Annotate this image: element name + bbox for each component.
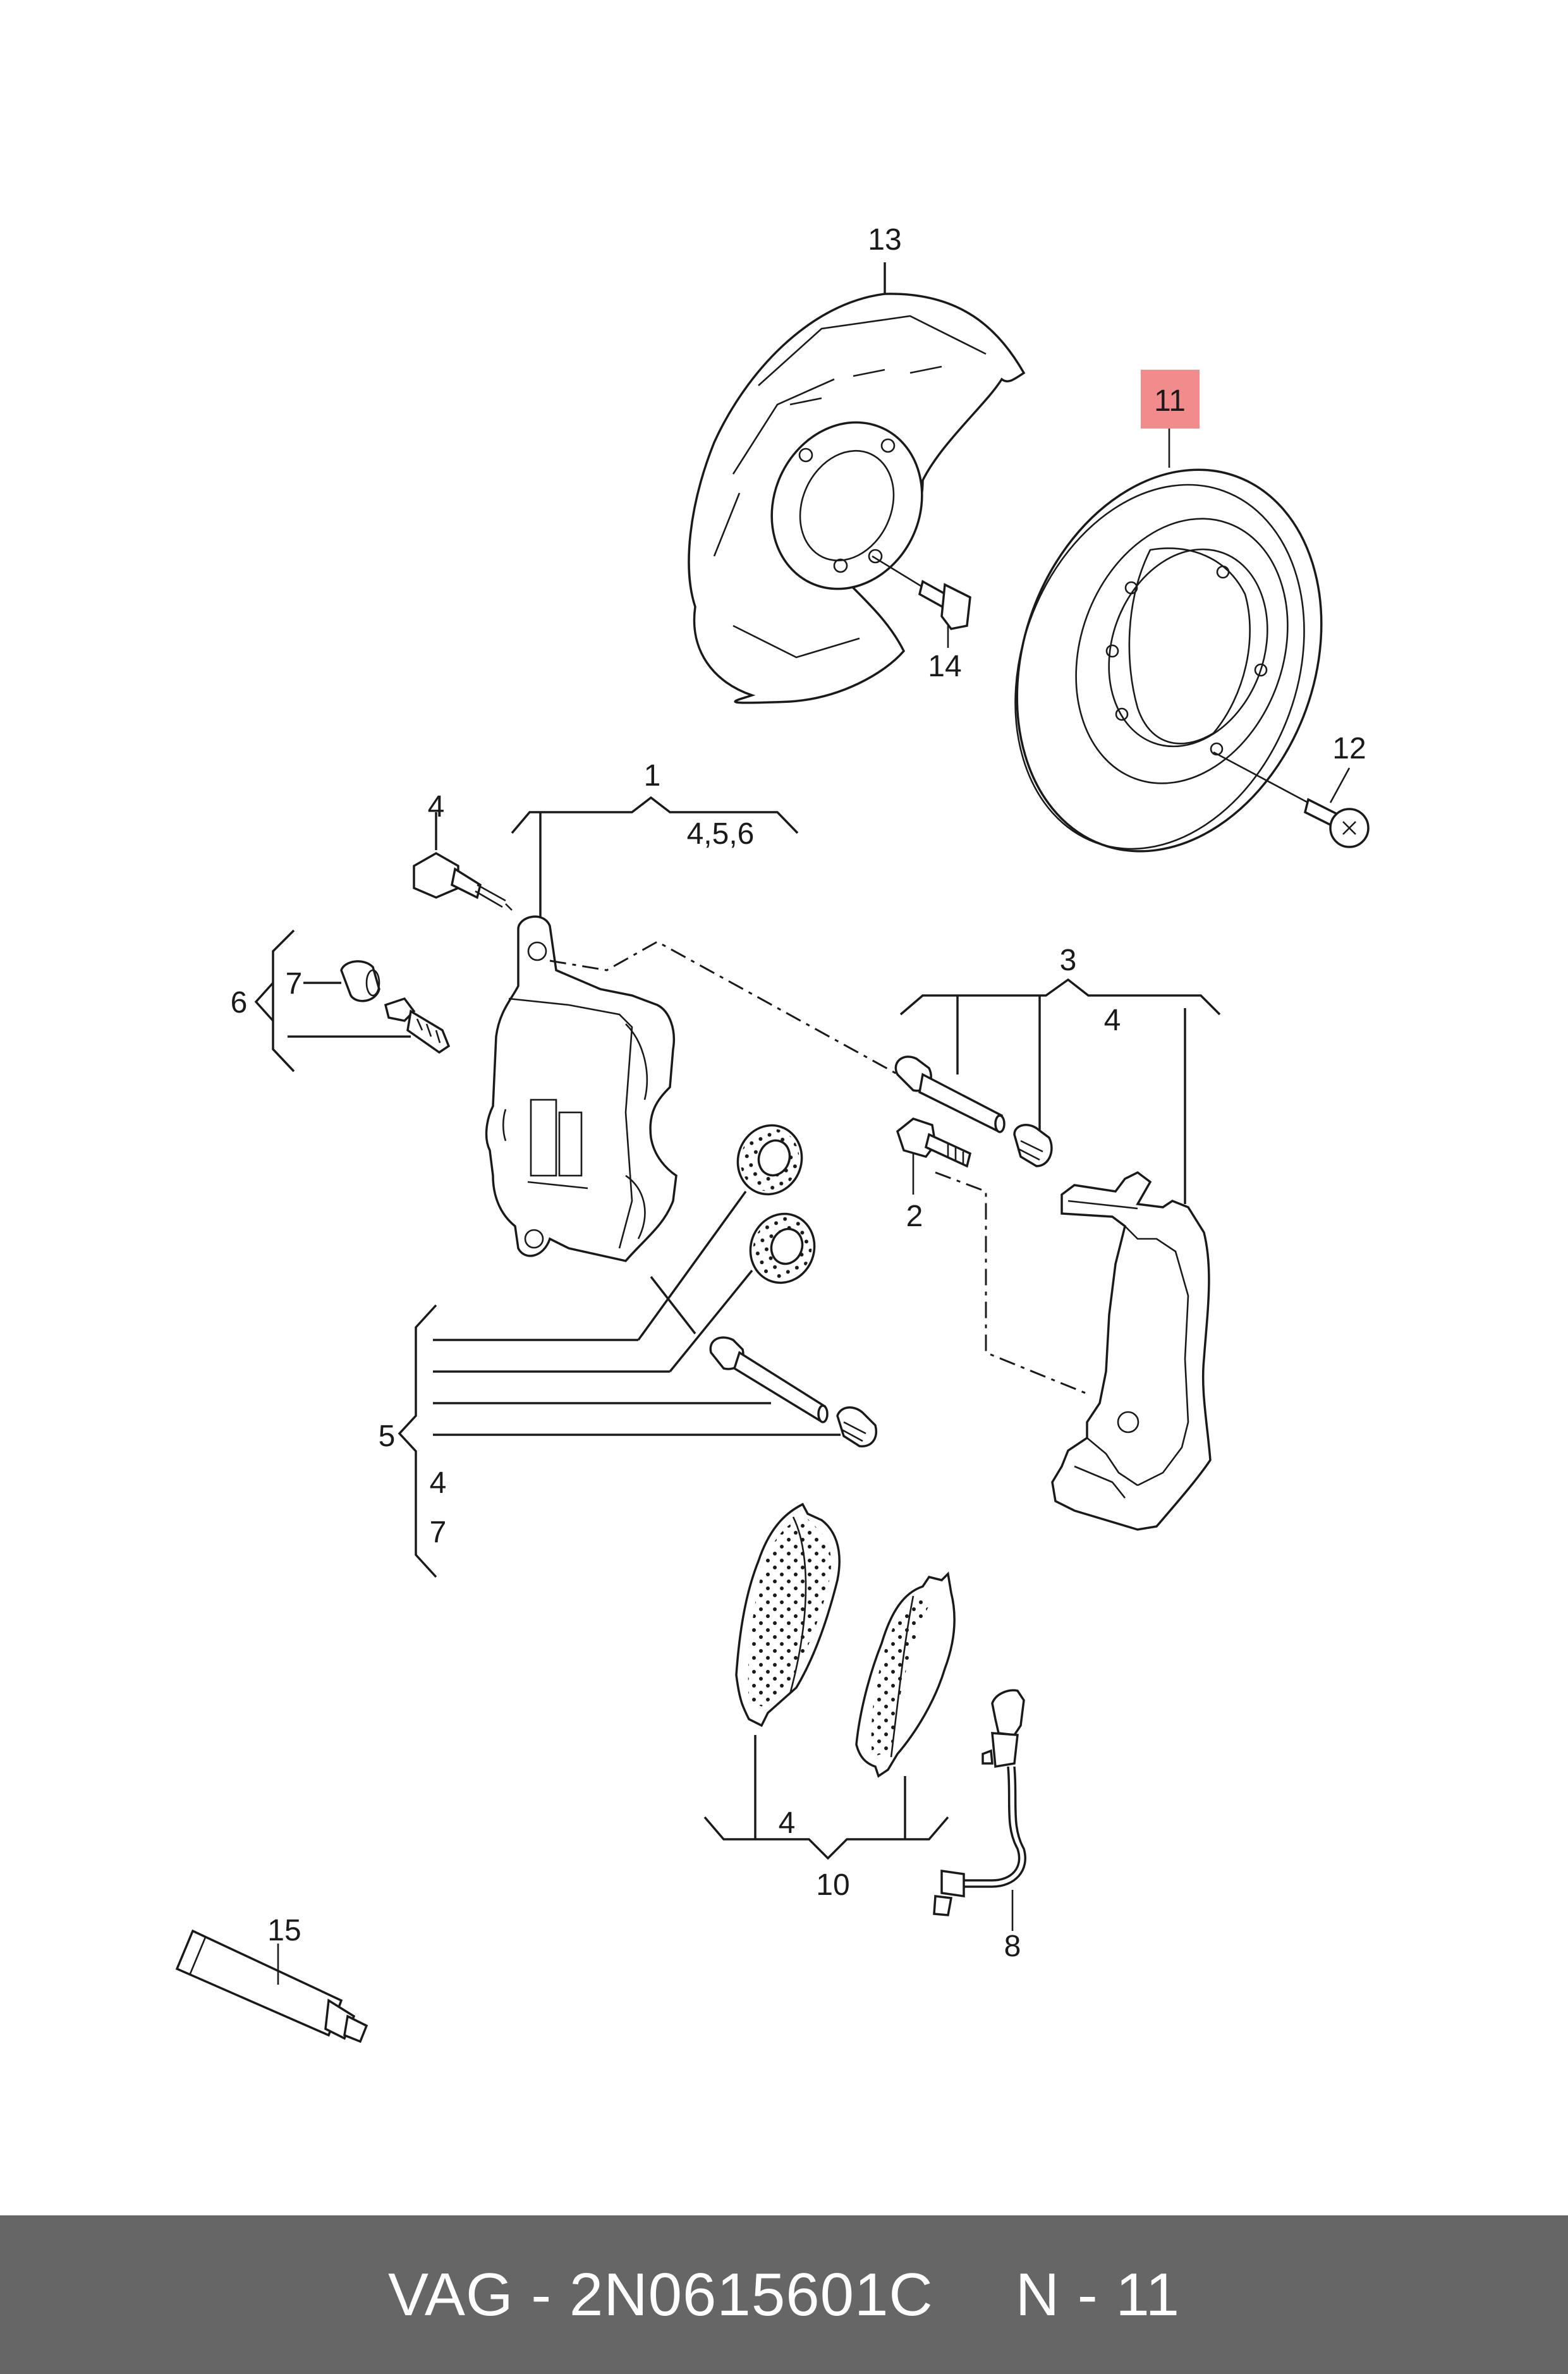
callout-10: 10 (816, 1868, 849, 1902)
brake-disc-part (1014, 417, 1323, 853)
bracket-1 (511, 796, 799, 923)
callout-4: 4 (428, 790, 445, 824)
part-reference: VAG - 2N0615601C (388, 2260, 933, 2328)
disc-screw-part (1213, 751, 1370, 848)
callout-10-sub: 4 (779, 1806, 796, 1840)
dust-shield-part (688, 293, 1026, 704)
wear-sensor-part (933, 1689, 1026, 1931)
callout-2: 2 (906, 1200, 923, 1233)
guide-boot-part (836, 1406, 877, 1447)
callout-8: 8 (1004, 1930, 1021, 1963)
bracket-bolt-part (896, 1117, 972, 1195)
guide-pin-part (709, 1336, 829, 1423)
callout-14: 14 (928, 650, 961, 683)
callout-7: 7 (286, 967, 303, 1001)
bracket-3 (899, 978, 1221, 1204)
seal-ring-part (736, 1124, 803, 1196)
caliper-carrier-part (1051, 1171, 1212, 1531)
alignment-dashline (935, 1171, 1088, 1395)
alignment-dashline (549, 940, 904, 1079)
callout-13: 13 (868, 223, 901, 257)
callout-5-sub-a: 4 (430, 1466, 447, 1500)
callout-11: 11 (1154, 384, 1186, 418)
callout-3: 3 (1060, 944, 1077, 977)
bracket-5 (398, 1190, 841, 1578)
seal-ring-part (749, 1212, 816, 1284)
callout-15: 15 (267, 1914, 301, 1947)
grease-tube-part (175, 1929, 368, 2043)
callout-5-sub-b: 7 (430, 1516, 447, 1549)
callout-6: 6 (231, 986, 248, 1020)
highlighted-callout-box (1141, 370, 1200, 429)
brake-pad-outer-part (735, 1502, 841, 1727)
callout-1-sub: 4,5,6 (687, 817, 755, 851)
brake-pad-inner-part (855, 1571, 956, 1778)
bleeder-group (254, 929, 451, 1073)
shield-bolt-part (872, 555, 971, 648)
diagram-position: N - 11 (1015, 2260, 1180, 2328)
callout-12: 12 (1332, 732, 1366, 765)
guide-boot-part (1013, 1124, 1053, 1167)
caliper-body-part (485, 915, 678, 1262)
caliper-bolt-part (413, 812, 513, 911)
callout-5: 5 (379, 1420, 396, 1453)
callout-3-sub: 4 (1104, 1004, 1121, 1037)
bracket-10 (703, 1735, 949, 1860)
callout-1: 1 (644, 759, 661, 793)
guide-pin-part (894, 1056, 1006, 1133)
part-number-footer: VAG - 2N0615601C N - 11 (0, 2215, 1568, 2374)
brake-assembly-diagram: 13 11 14 12 1 4,5,6 4 7 6 3 4 2 5 4 7 4 … (175, 223, 1370, 2043)
